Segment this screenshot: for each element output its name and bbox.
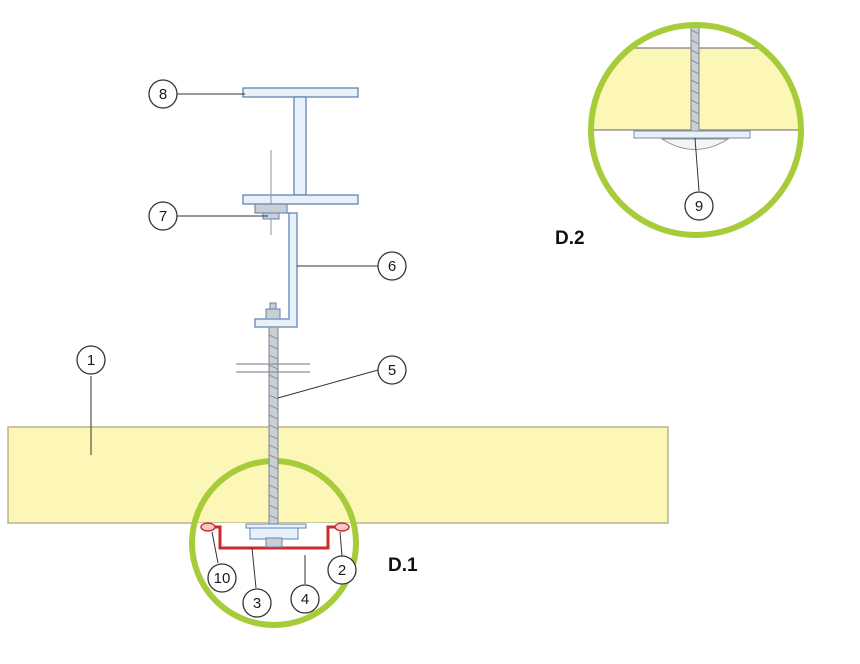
callout-1: 1: [76, 345, 106, 375]
detail-d2-ring: [588, 22, 804, 238]
svg-text:1: 1: [87, 352, 95, 369]
leader-lines: [90, 93, 700, 589]
bottom-channel-bracket: [200, 522, 350, 550]
callout-5: 5: [377, 355, 407, 385]
svg-text:10: 10: [214, 570, 231, 587]
sandwich-panel: [7, 426, 669, 524]
detail-label-d1: D.1: [388, 555, 418, 576]
detail-label-d2: D.2: [555, 228, 585, 249]
callout-4: 4: [290, 584, 320, 614]
svg-text:7: 7: [159, 208, 167, 225]
callout-7: 7: [148, 201, 178, 231]
svg-text:2: 2: [338, 562, 346, 579]
callout-3: 3: [242, 588, 272, 618]
callout-2: 2: [327, 555, 357, 585]
callout-6: 6: [377, 251, 407, 281]
svg-text:4: 4: [301, 591, 309, 608]
svg-text:9: 9: [695, 198, 703, 215]
callout-10: 10: [207, 563, 237, 593]
svg-text:3: 3: [253, 595, 261, 612]
angle-bracket: [254, 212, 298, 328]
callout-9: 9: [684, 191, 714, 221]
svg-text:8: 8: [159, 86, 167, 103]
beam-clamp: [254, 150, 288, 235]
svg-text:5: 5: [388, 362, 396, 379]
i-beam: [242, 87, 359, 205]
svg-text:6: 6: [388, 258, 396, 275]
callout-8: 8: [148, 79, 178, 109]
